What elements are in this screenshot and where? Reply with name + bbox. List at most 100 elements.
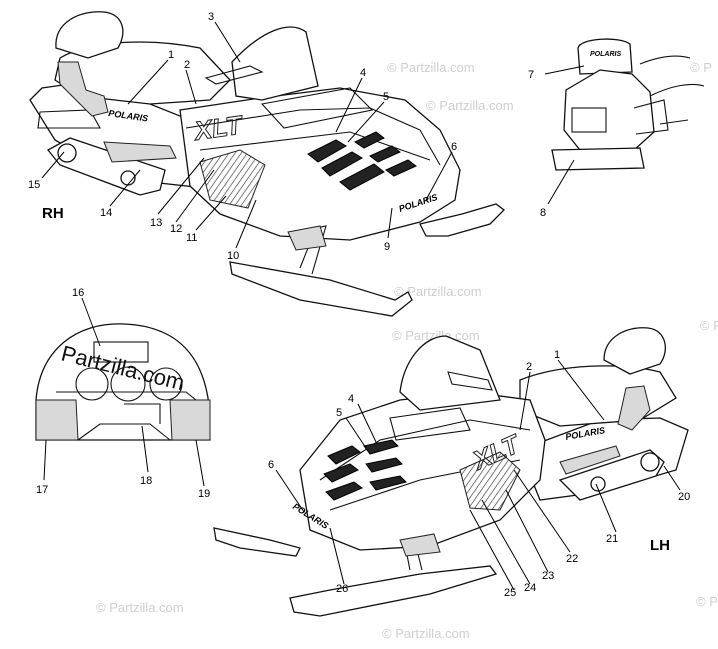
dash-inner-line <box>56 391 197 401</box>
watermark-edge-top: © P <box>690 60 712 75</box>
lh-console <box>389 407 471 441</box>
rh-windshield <box>231 26 319 101</box>
rh-ski-right <box>229 261 413 317</box>
dash-outline <box>35 323 211 441</box>
lh-hood-crease <box>319 419 531 481</box>
lh-side-graphic <box>459 451 521 511</box>
callout-8: 8 <box>540 207 546 219</box>
detail-brand-decal: POLARIS <box>590 51 621 58</box>
callout-5-rh: 5 <box>383 91 389 103</box>
callout-1-lh: 1 <box>554 349 560 361</box>
lh-hood <box>299 391 546 551</box>
dash-top-decal <box>93 341 149 363</box>
watermark-bottom: © Partzilla.com <box>382 626 470 641</box>
rh-handlebar <box>204 65 264 85</box>
watermark-middle-2: © Partzilla.com <box>392 328 480 343</box>
detail-side-light <box>633 99 669 135</box>
watermark-bottom-left: © Partzilla.com <box>96 600 184 615</box>
lh-track <box>558 449 665 501</box>
callout-18: 18 <box>140 475 152 487</box>
detail-rack <box>563 69 655 151</box>
rh-bumper-block <box>287 225 327 251</box>
taillight-detail: POLARIS 7 8 <box>528 38 705 219</box>
dash-bottom-curve <box>77 423 171 441</box>
dash-gauge-right <box>149 367 183 401</box>
rh-track <box>47 137 166 196</box>
callout-24: 24 <box>524 582 536 594</box>
rh-grab-handle <box>57 61 109 117</box>
callout-4-lh: 4 <box>348 393 354 405</box>
lh-vent-decal <box>323 439 407 501</box>
rh-console <box>260 87 374 129</box>
callout-13-rh: 13 <box>150 217 162 229</box>
lh-grab-handle <box>617 385 651 431</box>
detail-edge-line <box>659 119 689 125</box>
watermark-edge-mid: © P <box>700 318 718 333</box>
rh-callouts: 1 2 3 4 5 6 9 10 11 12 13 14 15 RH <box>28 11 457 262</box>
callout-20: 20 <box>678 491 690 503</box>
rh-tunnel-decal <box>103 141 177 163</box>
rh-ski-left <box>419 203 505 237</box>
callout-22: 22 <box>566 553 578 565</box>
detail-edge-curve <box>639 55 691 65</box>
callout-21: 21 <box>606 533 618 545</box>
watermark-edge-bottom: © P <box>696 594 718 609</box>
lh-ski-back <box>213 527 301 557</box>
side-label-rh: RH <box>42 205 64 222</box>
snowmobile-rh: XLT POLARIS POLARIS <box>29 11 505 317</box>
callout-7: 7 <box>528 69 534 81</box>
watermark-top: © Partzilla.com <box>387 60 475 75</box>
callout-23: 23 <box>542 570 554 582</box>
callout-14-rh: 14 <box>100 207 112 219</box>
watermark-middle: © Partzilla.com <box>394 284 482 299</box>
lh-seat <box>519 365 677 427</box>
callout-9-rh: 9 <box>384 241 390 253</box>
dash-gauge-left <box>75 367 109 401</box>
callout-6-rh: 6 <box>451 141 457 153</box>
callout-2-rh: 2 <box>184 59 190 71</box>
callout-16: 16 <box>72 287 84 299</box>
rh-backrest <box>55 11 124 59</box>
dash-panel: Partzilla.com 16 17 18 19 <box>35 287 211 500</box>
lh-bumper-block <box>399 533 441 557</box>
lh-ski-front <box>289 565 498 617</box>
detail-bumper <box>551 147 645 171</box>
callout-1-rh: 1 <box>168 49 174 61</box>
callout-4-rh: 4 <box>360 67 366 79</box>
callout-6-lh: 6 <box>268 459 274 471</box>
lh-rear-wheel <box>640 452 660 472</box>
callout-5-lh: 5 <box>336 407 342 419</box>
rh-vent-decal <box>307 131 417 191</box>
dash-decal-right <box>169 399 211 441</box>
callout-10-rh: 10 <box>227 250 239 262</box>
rh-rear-bumper <box>37 109 101 129</box>
callout-11-rh: 11 <box>186 232 197 244</box>
dash-gauge-center <box>110 366 146 402</box>
callout-2-lh: 2 <box>526 361 532 373</box>
lh-tunnel-decal <box>559 445 621 475</box>
watermark-group: © Partzilla.com © Partzilla.com © Partzi… <box>96 60 718 641</box>
rh-rear-wheel <box>57 143 77 163</box>
lh-callouts: 1 2 4 5 6 20 21 22 23 24 25 26 LH <box>268 349 690 599</box>
rh-side-graphic <box>199 149 266 209</box>
callout-15-rh: 15 <box>28 179 40 191</box>
callout-17: 17 <box>36 484 48 496</box>
detail-edge-curve-2 <box>649 83 705 97</box>
detail-taillight-decal <box>571 107 607 133</box>
callout-19: 19 <box>198 488 210 500</box>
callout-25: 25 <box>504 587 516 599</box>
callout-12-rh: 12 <box>170 223 182 235</box>
side-label-lh: LH <box>650 537 670 554</box>
snowmobile-lh: POLARIS XLT POLARIS <box>213 327 689 617</box>
watermark-top-2: © Partzilla.com <box>426 98 514 113</box>
callout-26: 26 <box>336 583 348 595</box>
rh-hood-crease-2 <box>199 131 431 161</box>
lh-windshield <box>399 335 501 411</box>
dash-center-decal <box>124 403 161 424</box>
lh-idler-wheel <box>590 476 606 492</box>
lh-backrest <box>603 327 666 375</box>
dash-decal-left <box>35 399 79 441</box>
lh-handlebar <box>447 371 493 391</box>
detail-backrest <box>577 38 633 75</box>
